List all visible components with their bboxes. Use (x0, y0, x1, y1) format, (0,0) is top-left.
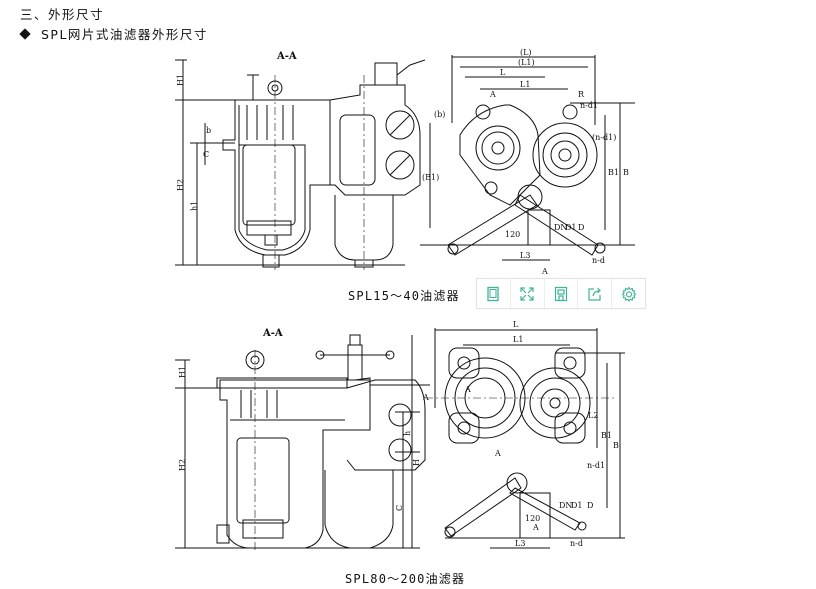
dim-label: R (578, 90, 585, 99)
dim-label: A (489, 90, 496, 99)
image-toolbar (476, 278, 646, 309)
section-label: A-A (262, 328, 283, 339)
dim-label: n-d (592, 256, 605, 265)
dim-label: b (206, 126, 211, 135)
tablet-icon (487, 286, 500, 301)
dim-label: L (500, 68, 506, 77)
figure1-section-drawing: A-A H1 H2 h1 b C (175, 51, 425, 270)
expand-icon (520, 286, 534, 301)
tablet-view-button[interactable] (477, 279, 511, 308)
dim-label: (n-d1) (592, 133, 616, 142)
dim-label: n-d (570, 539, 583, 548)
subsection-heading: SPL网片式油滤器外形尺寸 (19, 24, 208, 43)
dim-label: (B1) (422, 173, 439, 182)
dim-label: D (587, 501, 593, 510)
dim-label: n-d1 (587, 461, 605, 470)
dim-label: B (623, 168, 629, 177)
save-button[interactable] (545, 279, 579, 308)
dim-label: B (613, 441, 619, 450)
figure1-caption: SPL15～40油滤器 (348, 289, 460, 303)
dim-label: B1 (601, 431, 612, 440)
settings-button[interactable] (612, 279, 645, 308)
dim-label: H2 (178, 459, 187, 471)
figure1-plan-drawing: (L) (L1) L L1 A R n-d1 (n-d1) (b) (B1) B… (420, 48, 635, 276)
dim-label: L1 (520, 80, 530, 89)
figure2-plan-drawing: L L1 A L2 B1 B n-d1 A 120 DN D1 D L3 A n… (425, 320, 625, 549)
diamond-bullet-icon (19, 28, 31, 40)
dim-label: A (464, 385, 471, 394)
dim-label: C (395, 505, 404, 511)
dim-label: 120 (505, 230, 520, 239)
dim-label: A (494, 449, 501, 458)
dim-label: A (541, 267, 548, 276)
fullscreen-button[interactable] (511, 279, 545, 308)
dim-label: D1 (565, 223, 577, 232)
dim-label: h (403, 431, 412, 436)
figure2-caption: SPL80～200油滤器 (345, 572, 466, 586)
dim-label: H2 (176, 179, 185, 191)
dim-label: C (203, 150, 209, 159)
dim-label: (L) (520, 48, 532, 57)
dim-label: H (412, 459, 421, 466)
gear-icon (621, 286, 636, 302)
dim-label: L3 (515, 539, 525, 548)
dim-label: L1 (513, 335, 523, 344)
dim-label: DN (559, 501, 572, 510)
figure2-section-drawing: A-A H1 H2 h H C A (175, 328, 430, 550)
dim-label: D (578, 223, 584, 232)
subsection-title: SPL网片式油滤器外形尺寸 (41, 27, 208, 42)
section-label: A-A (276, 51, 297, 62)
dim-label: h1 (190, 201, 199, 211)
dim-label: B1 (608, 168, 619, 177)
floppy-disk-icon (554, 286, 568, 301)
dim-label: H1 (178, 366, 187, 378)
share-button[interactable] (578, 279, 613, 308)
dim-label: DN (554, 223, 567, 232)
dim-label: D1 (571, 501, 583, 510)
dim-label: 120 (525, 514, 540, 523)
dim-label: L2 (588, 411, 598, 420)
dim-label: H1 (176, 74, 185, 86)
dim-label: A (422, 393, 429, 402)
dim-label: A (532, 523, 539, 532)
dim-label: (b) (434, 110, 445, 119)
share-icon (588, 287, 601, 301)
dim-label: L3 (520, 251, 530, 260)
dim-label: L (513, 320, 519, 329)
section-title: 三、外形尺寸 (20, 7, 105, 22)
dim-label: n-d1 (580, 101, 598, 110)
dim-label: (L1) (518, 58, 535, 67)
